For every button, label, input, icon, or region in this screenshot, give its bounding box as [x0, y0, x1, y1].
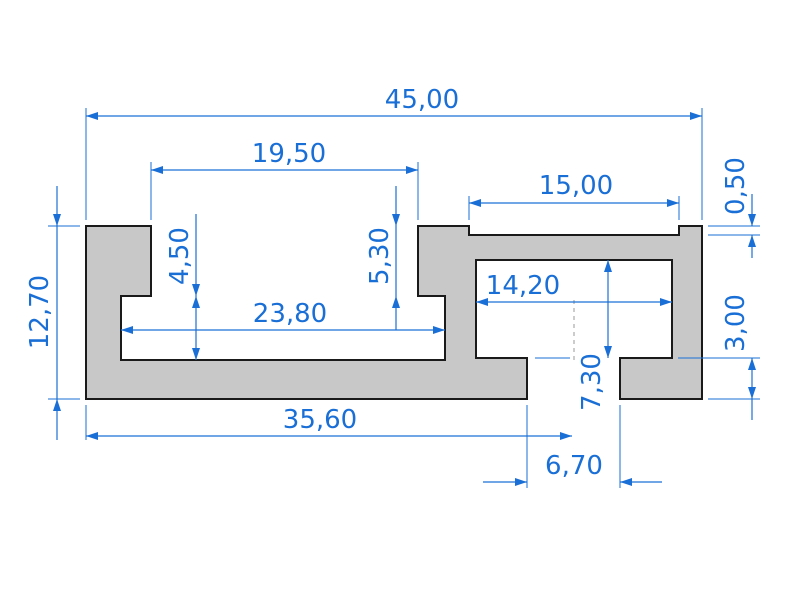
dim-top-notch-depth: 0,50	[721, 157, 751, 215]
dim-right-lip-height: 3,00	[721, 294, 751, 352]
dim-slot-opening-width: 19,50	[252, 139, 326, 169]
dim-overall-width: 45,00	[385, 85, 459, 115]
dim-bottom-left-width: 35,60	[283, 405, 357, 435]
dim-slot-inner-width: 23,80	[253, 299, 327, 329]
left-profile-section	[85, 225, 703, 400]
dim-lip-height-right: 5,30	[365, 227, 395, 285]
dim-right-top-width: 15,00	[539, 171, 613, 201]
dim-right-cavity-width: 14,20	[486, 271, 560, 301]
dim-bottom-gap-width: 6,70	[545, 451, 603, 481]
dimension-lines	[53, 112, 756, 486]
dim-right-cavity-height: 7,30	[577, 353, 607, 411]
dim-lip-height-left: 4,50	[165, 227, 195, 285]
dim-overall-height: 12,70	[25, 275, 55, 349]
extension-lines	[48, 108, 760, 488]
